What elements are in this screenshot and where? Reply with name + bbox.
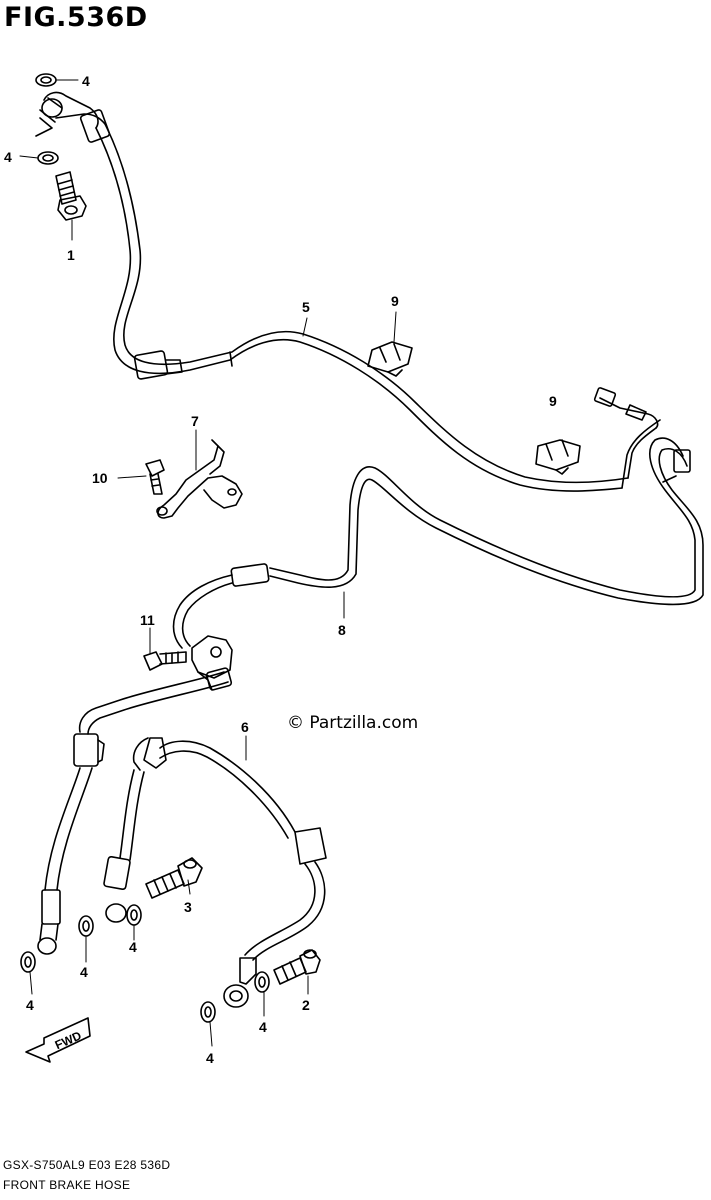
figure-name: FRONT BRAKE HOSE (3, 1178, 131, 1192)
bolt-10 (145, 459, 165, 495)
callout-9: 9 (391, 293, 399, 309)
callout-4: 4 (129, 939, 137, 955)
figure-title: FIG.536D (4, 2, 148, 33)
callout-4: 4 (206, 1050, 214, 1066)
callout-3: 3 (184, 899, 192, 915)
brake-hose-6 (103, 737, 327, 1008)
callout-4: 4 (4, 149, 12, 165)
callout-2: 2 (302, 997, 310, 1013)
callout-7: 7 (191, 413, 199, 429)
brake-hose-5 (35, 91, 661, 492)
banjo-bolt-2 (273, 949, 321, 985)
callout-4: 4 (82, 73, 90, 89)
callout-4: 4 (259, 1019, 267, 1035)
callout-4: 4 (80, 964, 88, 980)
banjo-bolt-3 (145, 857, 203, 899)
callout-8: 8 (338, 622, 346, 638)
clip-9-lower (535, 439, 581, 475)
clip-9-upper (367, 341, 413, 377)
callout-9: 9 (549, 393, 557, 409)
callout-labels: 4 4 1 5 9 9 7 10 8 11 6 3 4 4 4 2 4 4 (4, 73, 557, 1066)
forward-arrow-icon: FWD (25, 1017, 91, 1063)
brake-hose-lower-left (37, 667, 233, 955)
bracket-7 (156, 439, 243, 519)
callout-10: 10 (92, 470, 108, 486)
callout-6: 6 (241, 719, 249, 735)
callout-4: 4 (26, 997, 34, 1013)
callout-5: 5 (302, 299, 310, 315)
bolt-11 (143, 651, 187, 671)
banjo-bolt-1 (55, 171, 87, 221)
leader-lines (19, 79, 397, 1047)
callout-11: 11 (140, 612, 155, 628)
model-code: GSX-S750AL9 E03 E28 536D (3, 1158, 171, 1172)
watermark: © Partzilla.com (287, 713, 419, 733)
callout-1: 1 (67, 247, 75, 263)
